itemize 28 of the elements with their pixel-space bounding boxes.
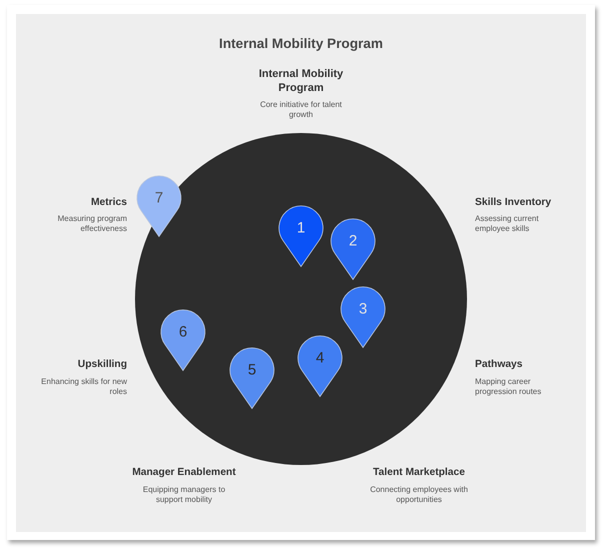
description-text: Connecting employees with opportunities: [369, 485, 469, 505]
description-text: Core initiative for talent growth: [259, 100, 343, 120]
map-pin: [160, 309, 206, 371]
description-text: Equipping managers to support mobility: [142, 485, 226, 505]
description-text: Measuring program effectiveness: [56, 214, 127, 234]
section-heading: Talent Marketplace: [373, 466, 465, 479]
section-heading: Metrics: [90, 196, 127, 209]
diagram-title: Internal Mobility Program: [219, 35, 383, 52]
pin-number: 6: [178, 324, 188, 340]
map-pin: [297, 335, 343, 397]
section-heading: Manager Enablement: [132, 466, 236, 479]
map-pin: [340, 286, 386, 348]
pin-number: 3: [358, 302, 368, 316]
pin-number: 7: [154, 190, 164, 206]
description-text: Mapping career progression routes: [475, 377, 542, 397]
pin-number: 2: [348, 234, 358, 248]
pin-number: 1: [296, 220, 306, 236]
pin-number: 4: [316, 350, 324, 366]
map-pin: [278, 205, 324, 267]
section-heading: Internal Mobility Program: [258, 67, 344, 95]
section-heading: Skills Inventory: [475, 196, 552, 209]
description-text: Assessing current employee skills: [475, 214, 540, 234]
section-heading: Pathways: [475, 358, 523, 371]
description-text: Enhancing skills for new roles: [40, 377, 127, 397]
section-heading: Upskilling: [78, 358, 127, 371]
map-pin: [229, 347, 275, 409]
map-pin: [330, 218, 376, 280]
pin-number: 5: [248, 362, 256, 378]
